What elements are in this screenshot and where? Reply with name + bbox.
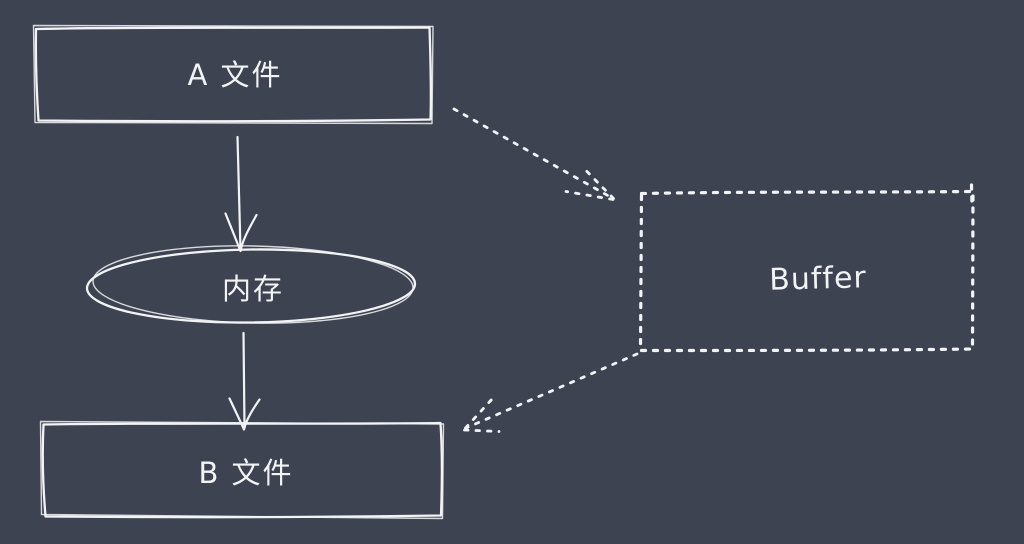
buffer-label: Buffer bbox=[768, 260, 868, 298]
node-buffer-dotted-rectangle bbox=[638, 183, 975, 353]
node-file-a-rectangle bbox=[32, 24, 434, 125]
edge-memory-to-file-b-arrow bbox=[228, 331, 261, 431]
file-b-label: B 文件 bbox=[198, 456, 294, 490]
node-memory-ellipse bbox=[85, 245, 417, 324]
edge-buffer-file-b-arrowhead-barb-1 bbox=[464, 396, 495, 430]
file-b-rect-stroke bbox=[41, 421, 444, 519]
memory-label: 内存 bbox=[221, 272, 285, 306]
edge-buffer-file-b-arrowhead-barb-2 bbox=[463, 428, 501, 433]
buffer-rect-stroke bbox=[638, 189, 975, 353]
edge-memory-file-b-arrowhead bbox=[228, 397, 261, 431]
edge-file-a-to-memory-arrow bbox=[224, 135, 258, 253]
buffer-rect-corner-overshoot bbox=[969, 183, 974, 208]
file-a-rect-ghost-stroke bbox=[32, 24, 434, 125]
file-a-rect-stroke bbox=[34, 26, 433, 123]
edge-file-a-memory-arrowhead bbox=[224, 212, 258, 253]
edge-buffer-file-b-shaft bbox=[464, 352, 639, 430]
file-a-label: A 文件 bbox=[187, 58, 283, 92]
memory-ellipse-ghost-stroke bbox=[92, 245, 414, 324]
edge-memory-file-b-shaft bbox=[242, 331, 246, 429]
edge-file-a-memory-shaft bbox=[236, 135, 242, 252]
edge-file-a-buffer-arrowhead-barb-1 bbox=[581, 166, 615, 200]
edge-buffer-to-file-b-dotted-arrow bbox=[463, 352, 639, 433]
edge-file-a-to-buffer-dotted-arrow bbox=[452, 107, 616, 201]
edge-file-a-buffer-shaft bbox=[452, 107, 616, 201]
node-file-b-rectangle bbox=[39, 420, 445, 520]
edge-file-a-buffer-arrowhead-barb-2 bbox=[564, 190, 615, 201]
file-b-rect-ghost-stroke bbox=[39, 420, 445, 520]
